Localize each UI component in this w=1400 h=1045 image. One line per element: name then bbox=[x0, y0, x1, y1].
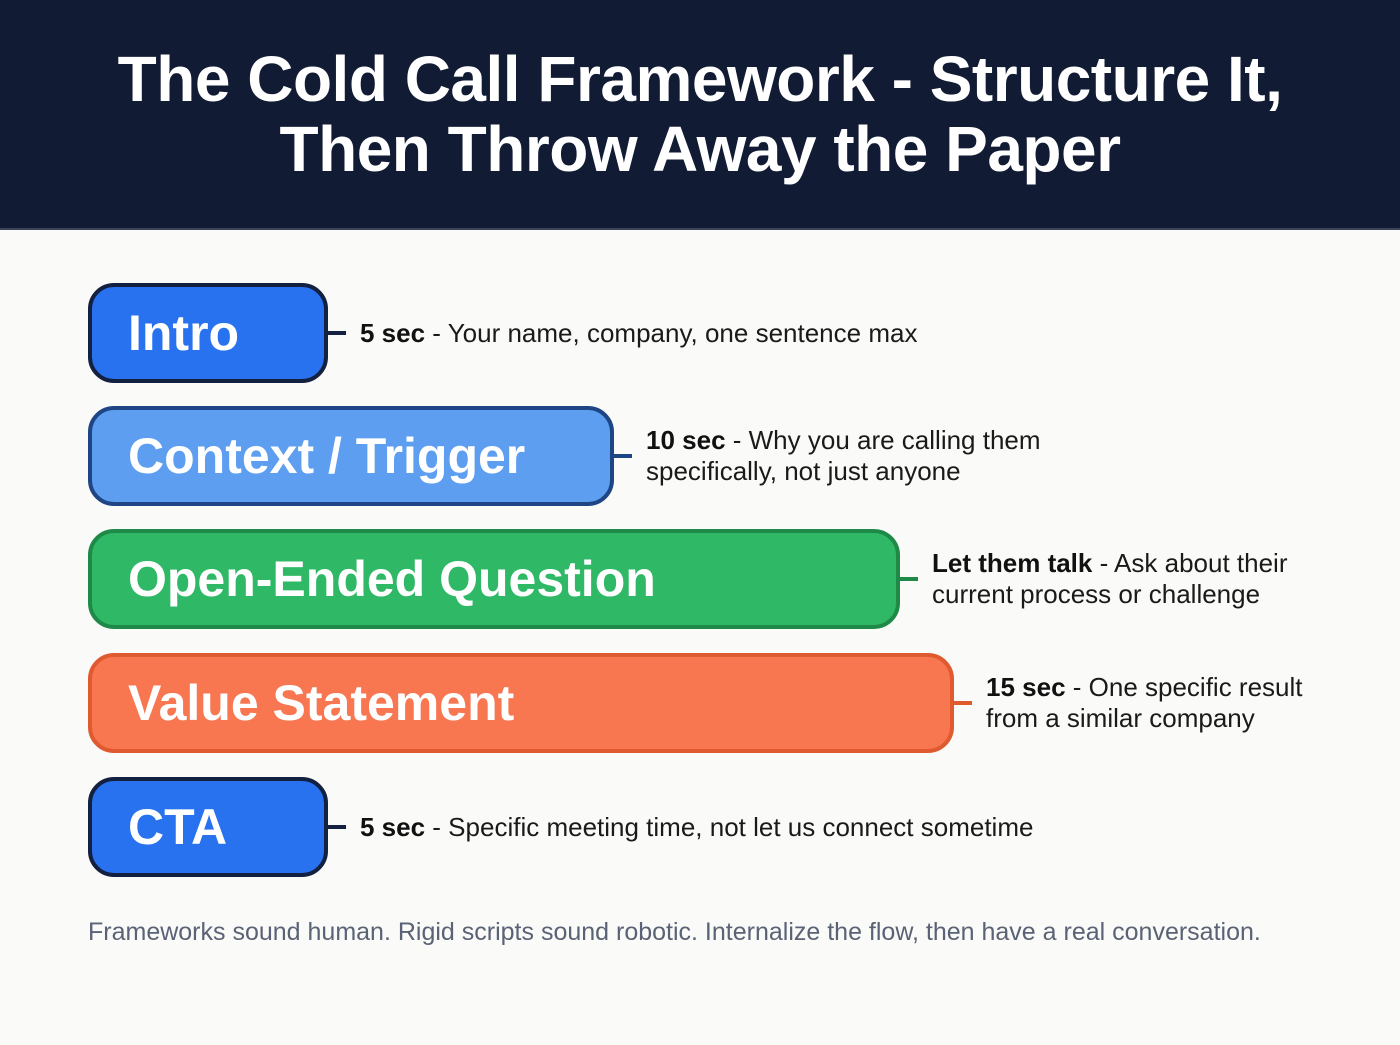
connector-line bbox=[328, 331, 346, 335]
connector-line bbox=[900, 577, 918, 581]
step-label: Intro bbox=[128, 305, 240, 361]
title-line-2: Then Throw Away the Paper bbox=[279, 113, 1121, 185]
step-duration: 15 sec bbox=[986, 672, 1066, 702]
step-bar-intro: Intro bbox=[88, 283, 328, 383]
step-description: 15 sec - One specific result from a simi… bbox=[986, 672, 1303, 734]
step-context-trigger: Context / Trigger 10 sec - Why you are c… bbox=[88, 406, 1041, 506]
step-cta: CTA 5 sec - Specific meeting time, not l… bbox=[88, 777, 1033, 877]
step-description: 5 sec - Specific meeting time, not let u… bbox=[360, 812, 1033, 843]
step-bar-cta: CTA bbox=[88, 777, 328, 877]
step-duration: Let them talk bbox=[932, 548, 1093, 578]
step-description: 10 sec - Why you are calling them specif… bbox=[646, 425, 1041, 487]
step-label: CTA bbox=[128, 799, 228, 855]
step-description: Let them talk - Ask about their current … bbox=[932, 548, 1287, 610]
connector-line bbox=[614, 454, 632, 458]
step-bar-value: Value Statement bbox=[88, 653, 954, 753]
step-text: - Specific meeting time, not let us conn… bbox=[425, 811, 1034, 842]
step-duration: 10 sec bbox=[646, 425, 726, 455]
step-text: - Your name, company, one sentence max bbox=[425, 317, 918, 348]
step-description: 5 sec - Your name, company, one sentence… bbox=[360, 318, 917, 349]
footer-caption: Frameworks sound human. Rigid scripts so… bbox=[88, 918, 1261, 946]
step-bar-question: Open-Ended Question bbox=[88, 529, 900, 629]
step-text: - One specific result bbox=[1065, 672, 1303, 702]
step-open-ended-question: Open-Ended Question Let them talk - Ask … bbox=[88, 529, 1287, 629]
step-duration: 5 sec bbox=[360, 811, 426, 842]
title-line-1: The Cold Call Framework - Structure It, bbox=[117, 43, 1283, 115]
step-text-line2: specifically, not just anyone bbox=[646, 456, 961, 486]
step-label: Context / Trigger bbox=[128, 428, 526, 484]
step-intro: Intro 5 sec - Your name, company, one se… bbox=[88, 283, 917, 383]
header-banner: The Cold Call Framework - Structure It, … bbox=[0, 0, 1400, 230]
step-text: - Ask about their bbox=[1092, 548, 1288, 578]
step-text-line2: current process or challenge bbox=[932, 579, 1261, 609]
step-text-line2: from a similar company bbox=[986, 703, 1255, 733]
step-bar-context: Context / Trigger bbox=[88, 406, 614, 506]
step-label: Value Statement bbox=[128, 675, 515, 731]
connector-line bbox=[954, 701, 972, 705]
page-title: The Cold Call Framework - Structure It, … bbox=[118, 44, 1283, 184]
step-label: Open-Ended Question bbox=[128, 551, 656, 607]
step-value-statement: Value Statement 15 sec - One specific re… bbox=[88, 653, 1303, 753]
step-text: - Why you are calling them bbox=[725, 425, 1041, 455]
step-duration: 5 sec bbox=[360, 317, 426, 348]
connector-line bbox=[328, 825, 346, 829]
